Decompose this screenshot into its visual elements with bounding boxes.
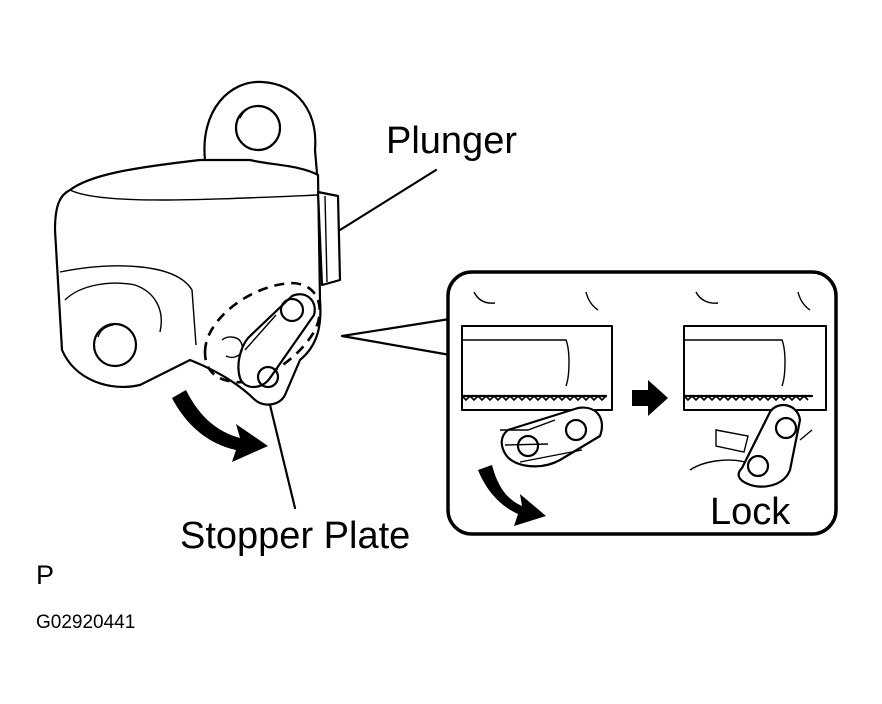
plunger-label: Plunger	[386, 120, 517, 162]
rotation-arrow-main	[172, 390, 268, 462]
stopper-plate-main	[203, 281, 322, 389]
tensioner-body	[53, 80, 342, 406]
rotation-arrow-inset	[478, 465, 546, 526]
stopper-plate-leader	[268, 403, 297, 510]
plunger-leader	[338, 168, 438, 232]
inset-view-unlocked	[460, 291, 613, 468]
lock-label: Lock	[710, 491, 791, 533]
stopper-plate-label: Stopper Plate	[180, 515, 410, 557]
callout-pointer	[340, 316, 458, 358]
view-code-label: P	[36, 560, 54, 590]
figure-id-label: G02920441	[36, 612, 135, 633]
inset-view-locked	[682, 291, 827, 488]
transition-arrow	[632, 380, 668, 416]
